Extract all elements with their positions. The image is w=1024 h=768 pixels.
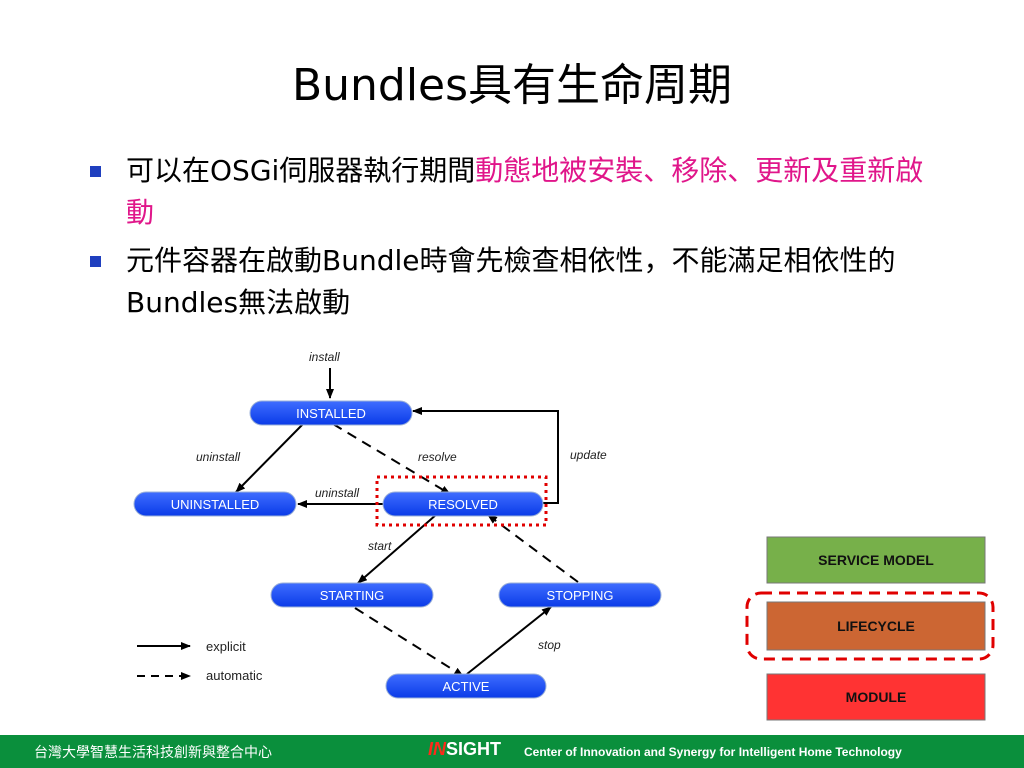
label-stop: stop xyxy=(538,638,561,652)
resolved-highlight-box xyxy=(375,475,548,527)
state-active: ACTIVE xyxy=(385,673,547,699)
state-active-label: ACTIVE xyxy=(443,679,490,694)
state-resolved-label: RESOLVED xyxy=(428,497,498,512)
edge-resolve xyxy=(332,423,451,495)
layer-lifecycle-label: LIFECYCLE xyxy=(837,618,915,634)
label-uninstall: uninstall xyxy=(315,486,359,500)
layer-module-label: MODULE xyxy=(846,689,907,705)
bullet-item: 元件容器在啟動Bundle時會先檢查相依性，不能滿足相依性的Bundles無法啟… xyxy=(88,240,938,324)
state-starting: STARTING xyxy=(270,582,434,608)
bullet-text: 可以在OSGi伺服器執行期間 xyxy=(126,154,476,187)
lifecycle-highlight-box xyxy=(745,591,995,661)
layer-lifecycle: LIFECYCLE xyxy=(766,601,986,651)
edge-starting-to-active xyxy=(354,607,464,677)
layer-service-model: SERVICE MODEL xyxy=(766,536,986,584)
footer-center-name: Center of Innovation and Synergy for Int… xyxy=(524,745,902,759)
edge-update xyxy=(412,407,559,504)
state-resolved: RESOLVED xyxy=(382,491,544,517)
layer-service-model-label: SERVICE MODEL xyxy=(818,552,934,568)
lifecycle-diagram: install uninstall resolve update uninsta… xyxy=(133,350,995,721)
bullet-item: 可以在OSGi伺服器執行期間動態地被安裝、移除、更新及重新啟動 xyxy=(88,150,938,234)
legend-automatic-label: automatic xyxy=(206,668,263,683)
square-bullet-icon xyxy=(90,256,101,267)
state-stopping: STOPPING xyxy=(498,582,662,608)
bullet-list: 可以在OSGi伺服器執行期間動態地被安裝、移除、更新及重新啟動 元件容器在啟動B… xyxy=(88,150,938,330)
edge-uninstall-from-installed xyxy=(235,423,304,493)
legend-explicit-label: explicit xyxy=(206,639,246,654)
label-start: start xyxy=(368,539,392,553)
label-update: update xyxy=(570,448,607,462)
footer-bar: 台灣大學智慧生活科技創新與整合中心 INSIGHT Center of Inno… xyxy=(0,735,1024,768)
state-installed: INSTALLED xyxy=(249,400,413,426)
edge-stop xyxy=(466,606,552,675)
label-resolve: resolve xyxy=(418,450,457,464)
label-uninstall: uninstall xyxy=(196,450,240,464)
state-uninstalled: UNINSTALLED xyxy=(133,491,297,517)
square-bullet-icon xyxy=(90,166,101,177)
label-install: install xyxy=(309,350,340,364)
state-starting-label: STARTING xyxy=(320,588,385,603)
state-stopping-label: STOPPING xyxy=(547,588,614,603)
edge-start xyxy=(357,513,438,584)
bullet-highlight-text: 動態地被安裝、移除、更新及重新啟動 xyxy=(126,154,924,229)
footer-organization: 台灣大學智慧生活科技創新與整合中心 xyxy=(34,745,272,761)
bullet-text: 元件容器在啟動Bundle時會先檢查相依性，不能滿足相依性的Bundles無法啟… xyxy=(126,244,896,319)
layer-module: MODULE xyxy=(766,673,986,721)
state-uninstalled-label: UNINSTALLED xyxy=(171,497,260,512)
insight-logo: INSIGHT xyxy=(428,739,502,759)
slide-title: Bundles具有生命周期 xyxy=(291,60,733,111)
state-installed-label: INSTALLED xyxy=(296,406,366,421)
